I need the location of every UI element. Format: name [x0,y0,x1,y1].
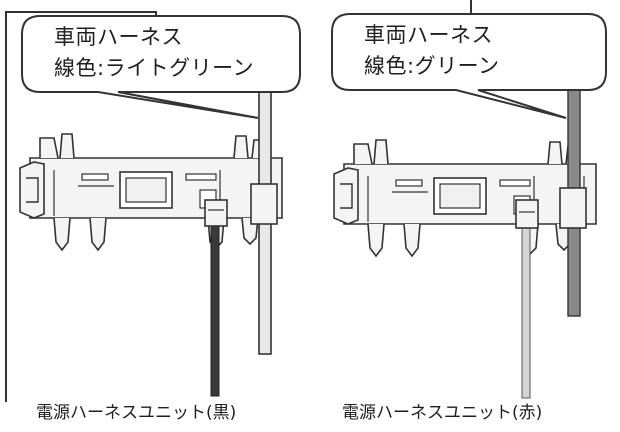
left-bracket [19,133,283,251]
right-panel [331,0,607,399]
right-power-harness-wire [521,225,531,399]
right-bracket [333,139,597,257]
left-callout-bubble [21,15,301,119]
right-caption: 電源ハーネスユニット(赤) [342,403,543,423]
left-callout-text: 車両ハーネス 線色:ライトグリーン [54,22,254,84]
right-tap-clip [559,187,587,229]
right-callout-line1: 車両ハーネス [364,23,493,47]
right-connector-clip [515,199,539,229]
right-callout-text: 車両ハーネス 線色:グリーン [364,20,500,82]
left-callout-line1: 車両ハーネス [54,25,183,49]
left-power-harness-wire [210,221,220,397]
right-callout-bubble [331,13,607,119]
left-tap-clip [250,183,278,225]
right-callout-line2: 線色:グリーン [364,54,500,78]
left-caption: 電源ハーネスユニット(黒) [36,403,237,423]
left-connector-clip [204,199,228,227]
left-panel [5,11,301,402]
left-callout-line2: 線色:ライトグリーン [54,56,255,80]
